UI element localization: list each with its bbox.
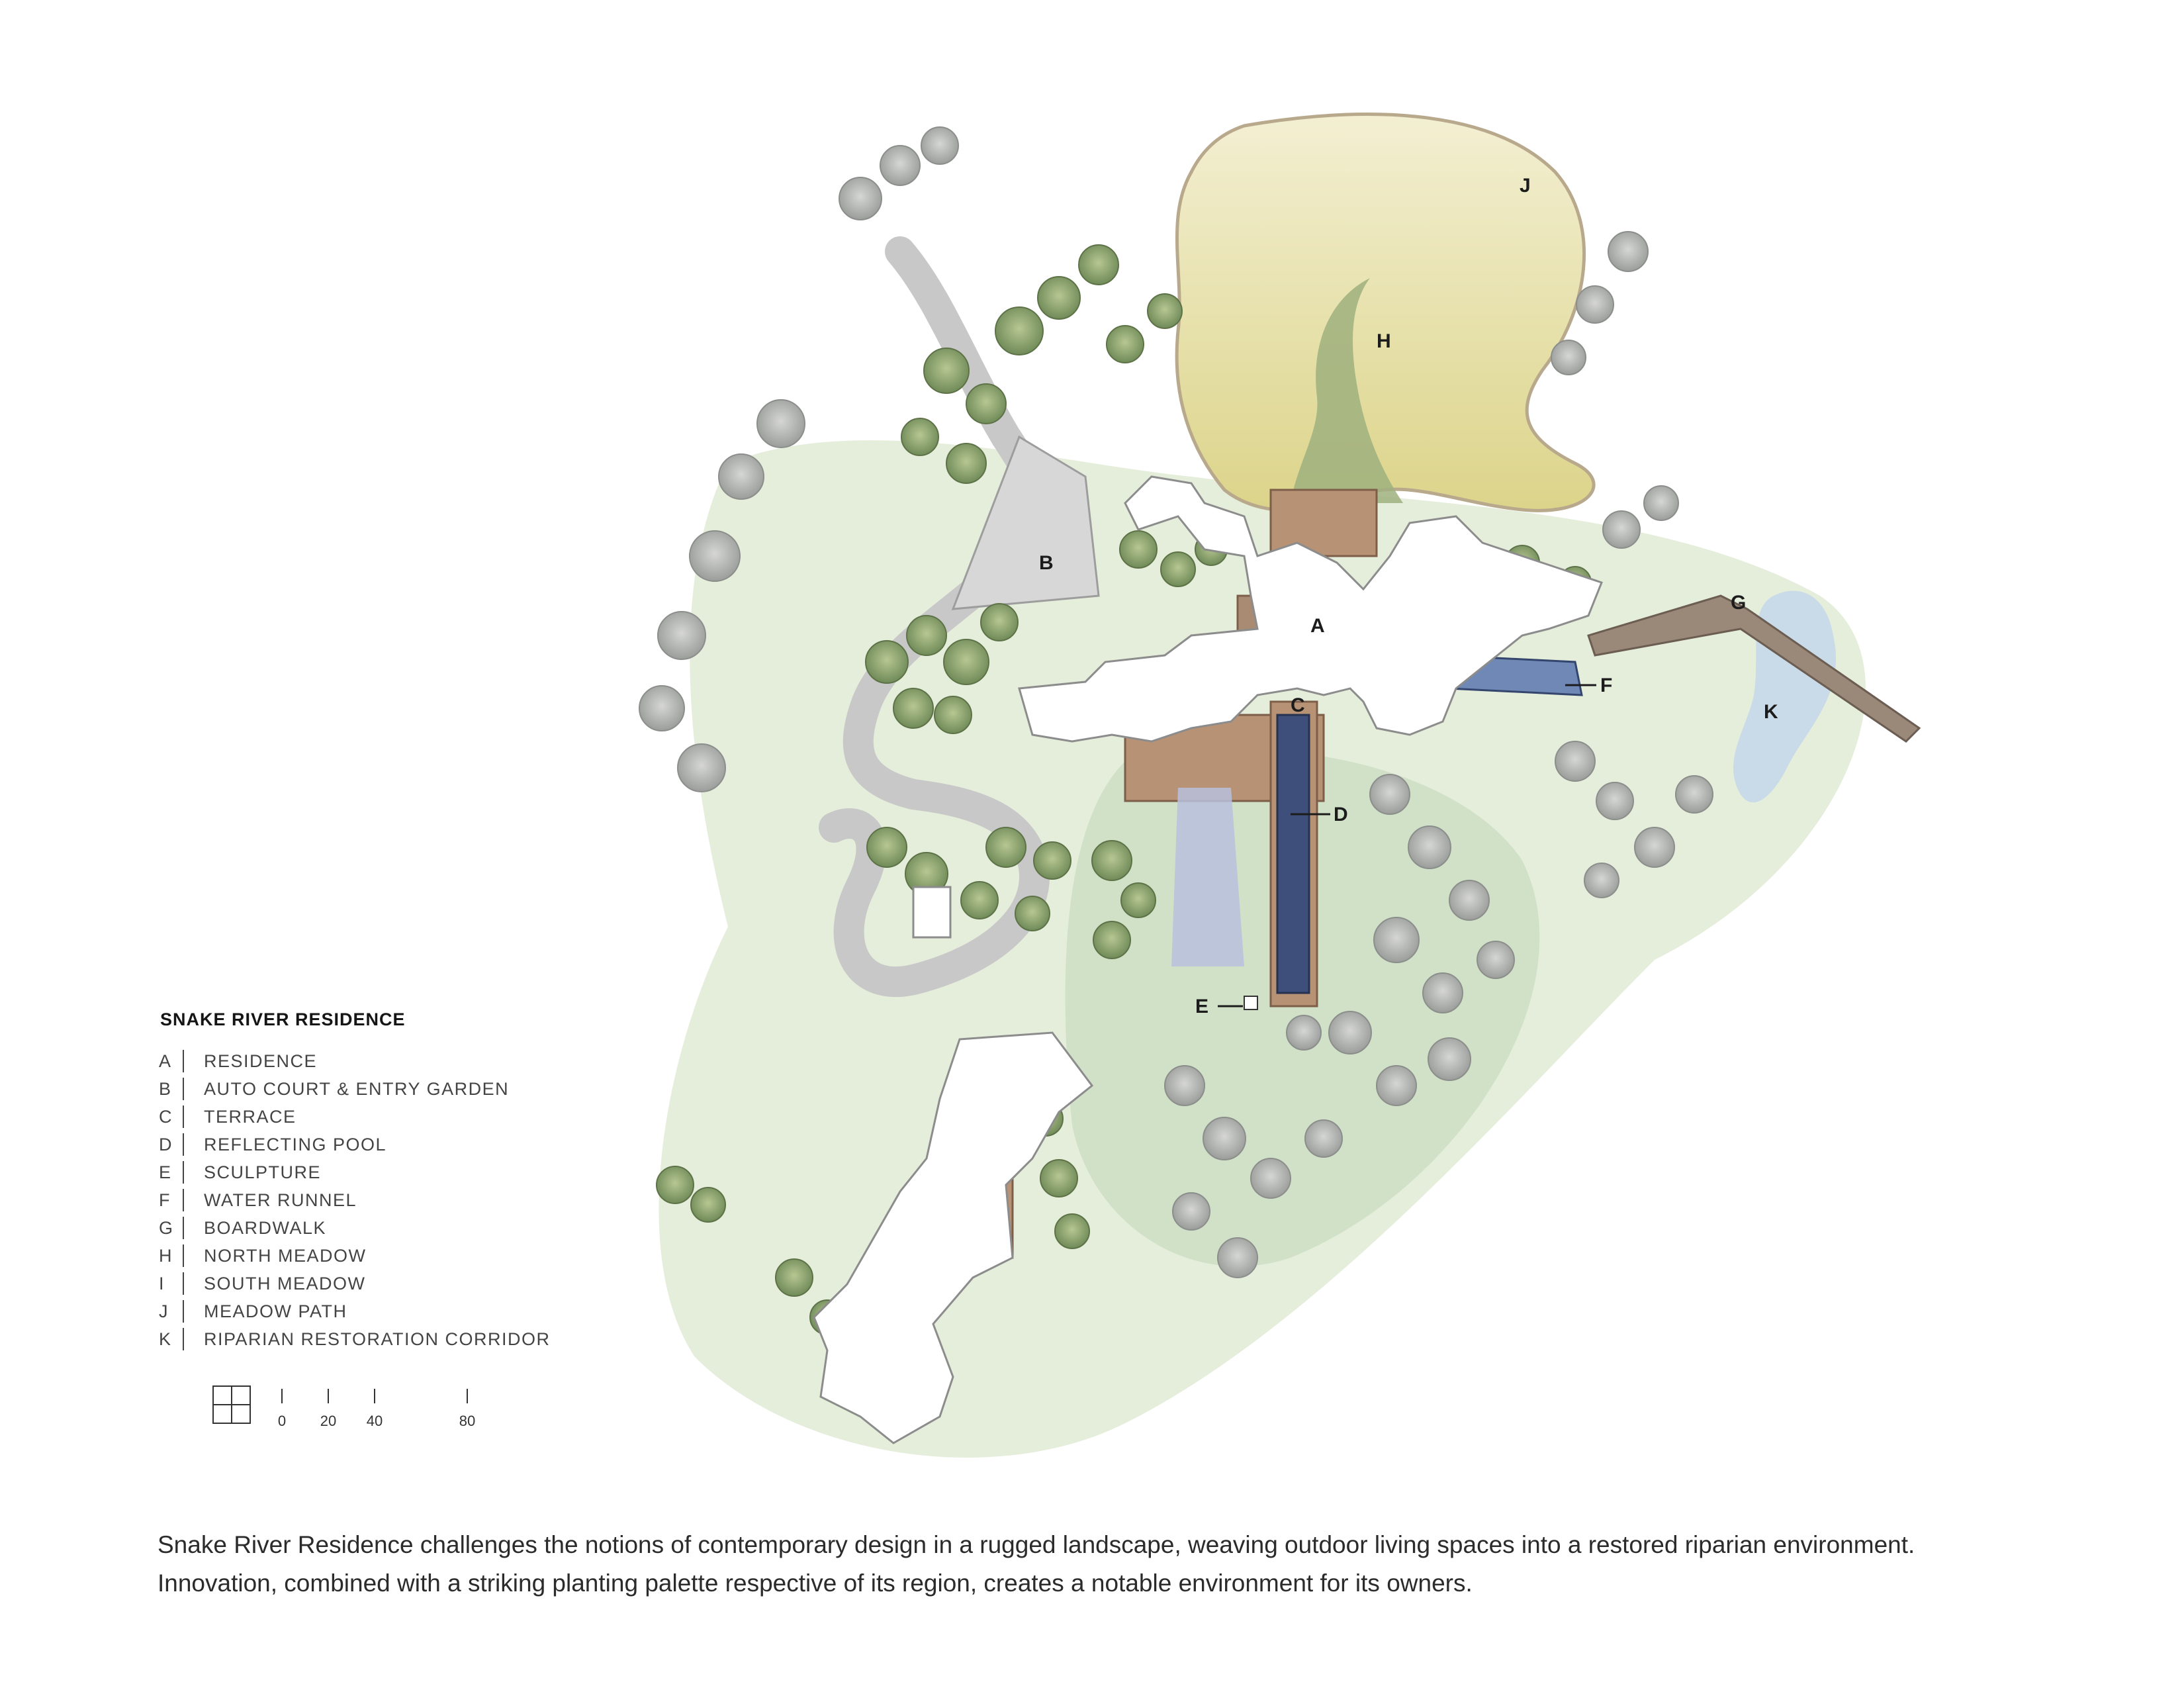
legend-key: J bbox=[159, 1301, 168, 1321]
description: Snake River Residence challenges the not… bbox=[158, 1526, 2077, 1603]
legend-key: H bbox=[159, 1245, 172, 1266]
plan-label-e: E bbox=[1195, 996, 1208, 1017]
legend-label: BOARDWALK bbox=[204, 1217, 327, 1238]
legend-label: RIPARIAN RESTORATION CORRIDOR bbox=[204, 1329, 551, 1349]
description-line: Innovation, combined with a striking pla… bbox=[158, 1570, 1473, 1597]
driveway bbox=[819, 236, 1100, 998]
legend-key: E bbox=[159, 1162, 171, 1182]
legend-item: B AUTO COURT & ENTRY GARDEN bbox=[159, 1075, 622, 1103]
legend-divider bbox=[183, 1078, 184, 1100]
legend-item: D REFLECTING POOL bbox=[159, 1131, 622, 1158]
legend-key: D bbox=[159, 1134, 172, 1154]
legend-key: I bbox=[159, 1273, 165, 1293]
sculpture bbox=[1244, 996, 1258, 1010]
legend-item: C TERRACE bbox=[159, 1103, 622, 1131]
scale-ticks bbox=[281, 1389, 468, 1403]
legend-item: E SCULPTURE bbox=[159, 1158, 622, 1186]
scale-tick-labels: 0 20 40 80 bbox=[278, 1413, 475, 1429]
legend-divider bbox=[183, 1050, 184, 1072]
legend-label: AUTO COURT & ENTRY GARDEN bbox=[204, 1078, 510, 1099]
scale-tick-label: 20 bbox=[320, 1413, 336, 1429]
legend-label: NORTH MEADOW bbox=[204, 1245, 367, 1266]
legend-divider bbox=[183, 1328, 184, 1350]
trees-grey bbox=[639, 126, 1713, 1278]
plan-label-k: K bbox=[1764, 701, 1778, 723]
legend-label: RESIDENCE bbox=[204, 1051, 318, 1071]
legend-item: I SOUTH MEADOW bbox=[159, 1270, 622, 1297]
reflecting-pool bbox=[1276, 714, 1310, 994]
legend-divider bbox=[183, 1272, 184, 1295]
description-line: Snake River Residence challenges the not… bbox=[158, 1531, 1915, 1558]
legend-item: K RIPARIAN RESTORATION CORRIDOR bbox=[159, 1325, 622, 1353]
trees-green bbox=[656, 244, 1592, 1335]
scale-tick-label: 80 bbox=[459, 1413, 475, 1429]
legend-key: C bbox=[159, 1106, 172, 1127]
plan-label-j: J bbox=[1520, 175, 1531, 197]
plan-labels: A B C D E F G H J K bbox=[1039, 175, 1778, 1017]
legend-label: MEADOW PATH bbox=[204, 1301, 347, 1321]
legend-divider bbox=[183, 1300, 184, 1323]
legend-key: F bbox=[159, 1190, 170, 1210]
scale-tick-label: 0 bbox=[278, 1413, 286, 1429]
legend-key: B bbox=[159, 1078, 171, 1099]
legend-divider bbox=[183, 1105, 184, 1128]
legend-label: WATER RUNNEL bbox=[204, 1190, 357, 1210]
residence-buildings bbox=[813, 475, 1603, 1444]
scale-bar: 0 20 40 80 bbox=[212, 1385, 475, 1429]
legend-item: F WATER RUNNEL bbox=[159, 1186, 622, 1214]
legend-divider bbox=[183, 1244, 184, 1267]
lavender-planting bbox=[1171, 788, 1244, 966]
legend-item: J MEADOW PATH bbox=[159, 1297, 622, 1325]
north-grid-icon bbox=[212, 1385, 251, 1424]
legend-item: A RESIDENCE bbox=[159, 1047, 622, 1075]
legend-divider bbox=[183, 1161, 184, 1184]
legend-title: SNAKE RIVER RESIDENCE bbox=[160, 1009, 406, 1029]
plan-label-g: G bbox=[1731, 592, 1746, 614]
legend: SNAKE RIVER RESIDENCE A RESIDENCE B AUTO CO… bbox=[159, 1009, 622, 1353]
plan-label-b: B bbox=[1039, 552, 1054, 574]
legend-key: G bbox=[159, 1217, 173, 1238]
legend-label: SCULPTURE bbox=[204, 1162, 322, 1182]
scale-tick-label: 40 bbox=[367, 1413, 383, 1429]
legend-item: G BOARDWALK bbox=[159, 1214, 622, 1242]
legend-list: A RESIDENCE B AUTO COURT & ENTRY GARDEN C TER… bbox=[159, 1047, 622, 1353]
north-meadow-planting bbox=[1291, 278, 1403, 503]
legend-divider bbox=[183, 1217, 184, 1239]
legend-label: SOUTH MEADOW bbox=[204, 1273, 366, 1293]
legend-item: H NORTH MEADOW bbox=[159, 1242, 622, 1270]
plan-label-c: C bbox=[1291, 694, 1305, 716]
legend-key: K bbox=[159, 1329, 171, 1349]
plan-label-f: F bbox=[1600, 675, 1612, 696]
plan-label-d: D bbox=[1334, 804, 1348, 825]
legend-label: REFLECTING POOL bbox=[204, 1134, 387, 1154]
legend-label: TERRACE bbox=[204, 1106, 296, 1127]
leader-lines bbox=[1218, 684, 1596, 1008]
meadow-path-area bbox=[1175, 113, 1596, 512]
legend-key: A bbox=[159, 1051, 171, 1071]
legend-divider bbox=[183, 1133, 184, 1156]
riparian-water bbox=[1733, 590, 1836, 803]
legend-divider bbox=[183, 1189, 184, 1211]
boardwalk bbox=[1587, 594, 1921, 743]
plan-label-a: A bbox=[1310, 615, 1325, 637]
plan-label-h: H bbox=[1377, 330, 1391, 352]
